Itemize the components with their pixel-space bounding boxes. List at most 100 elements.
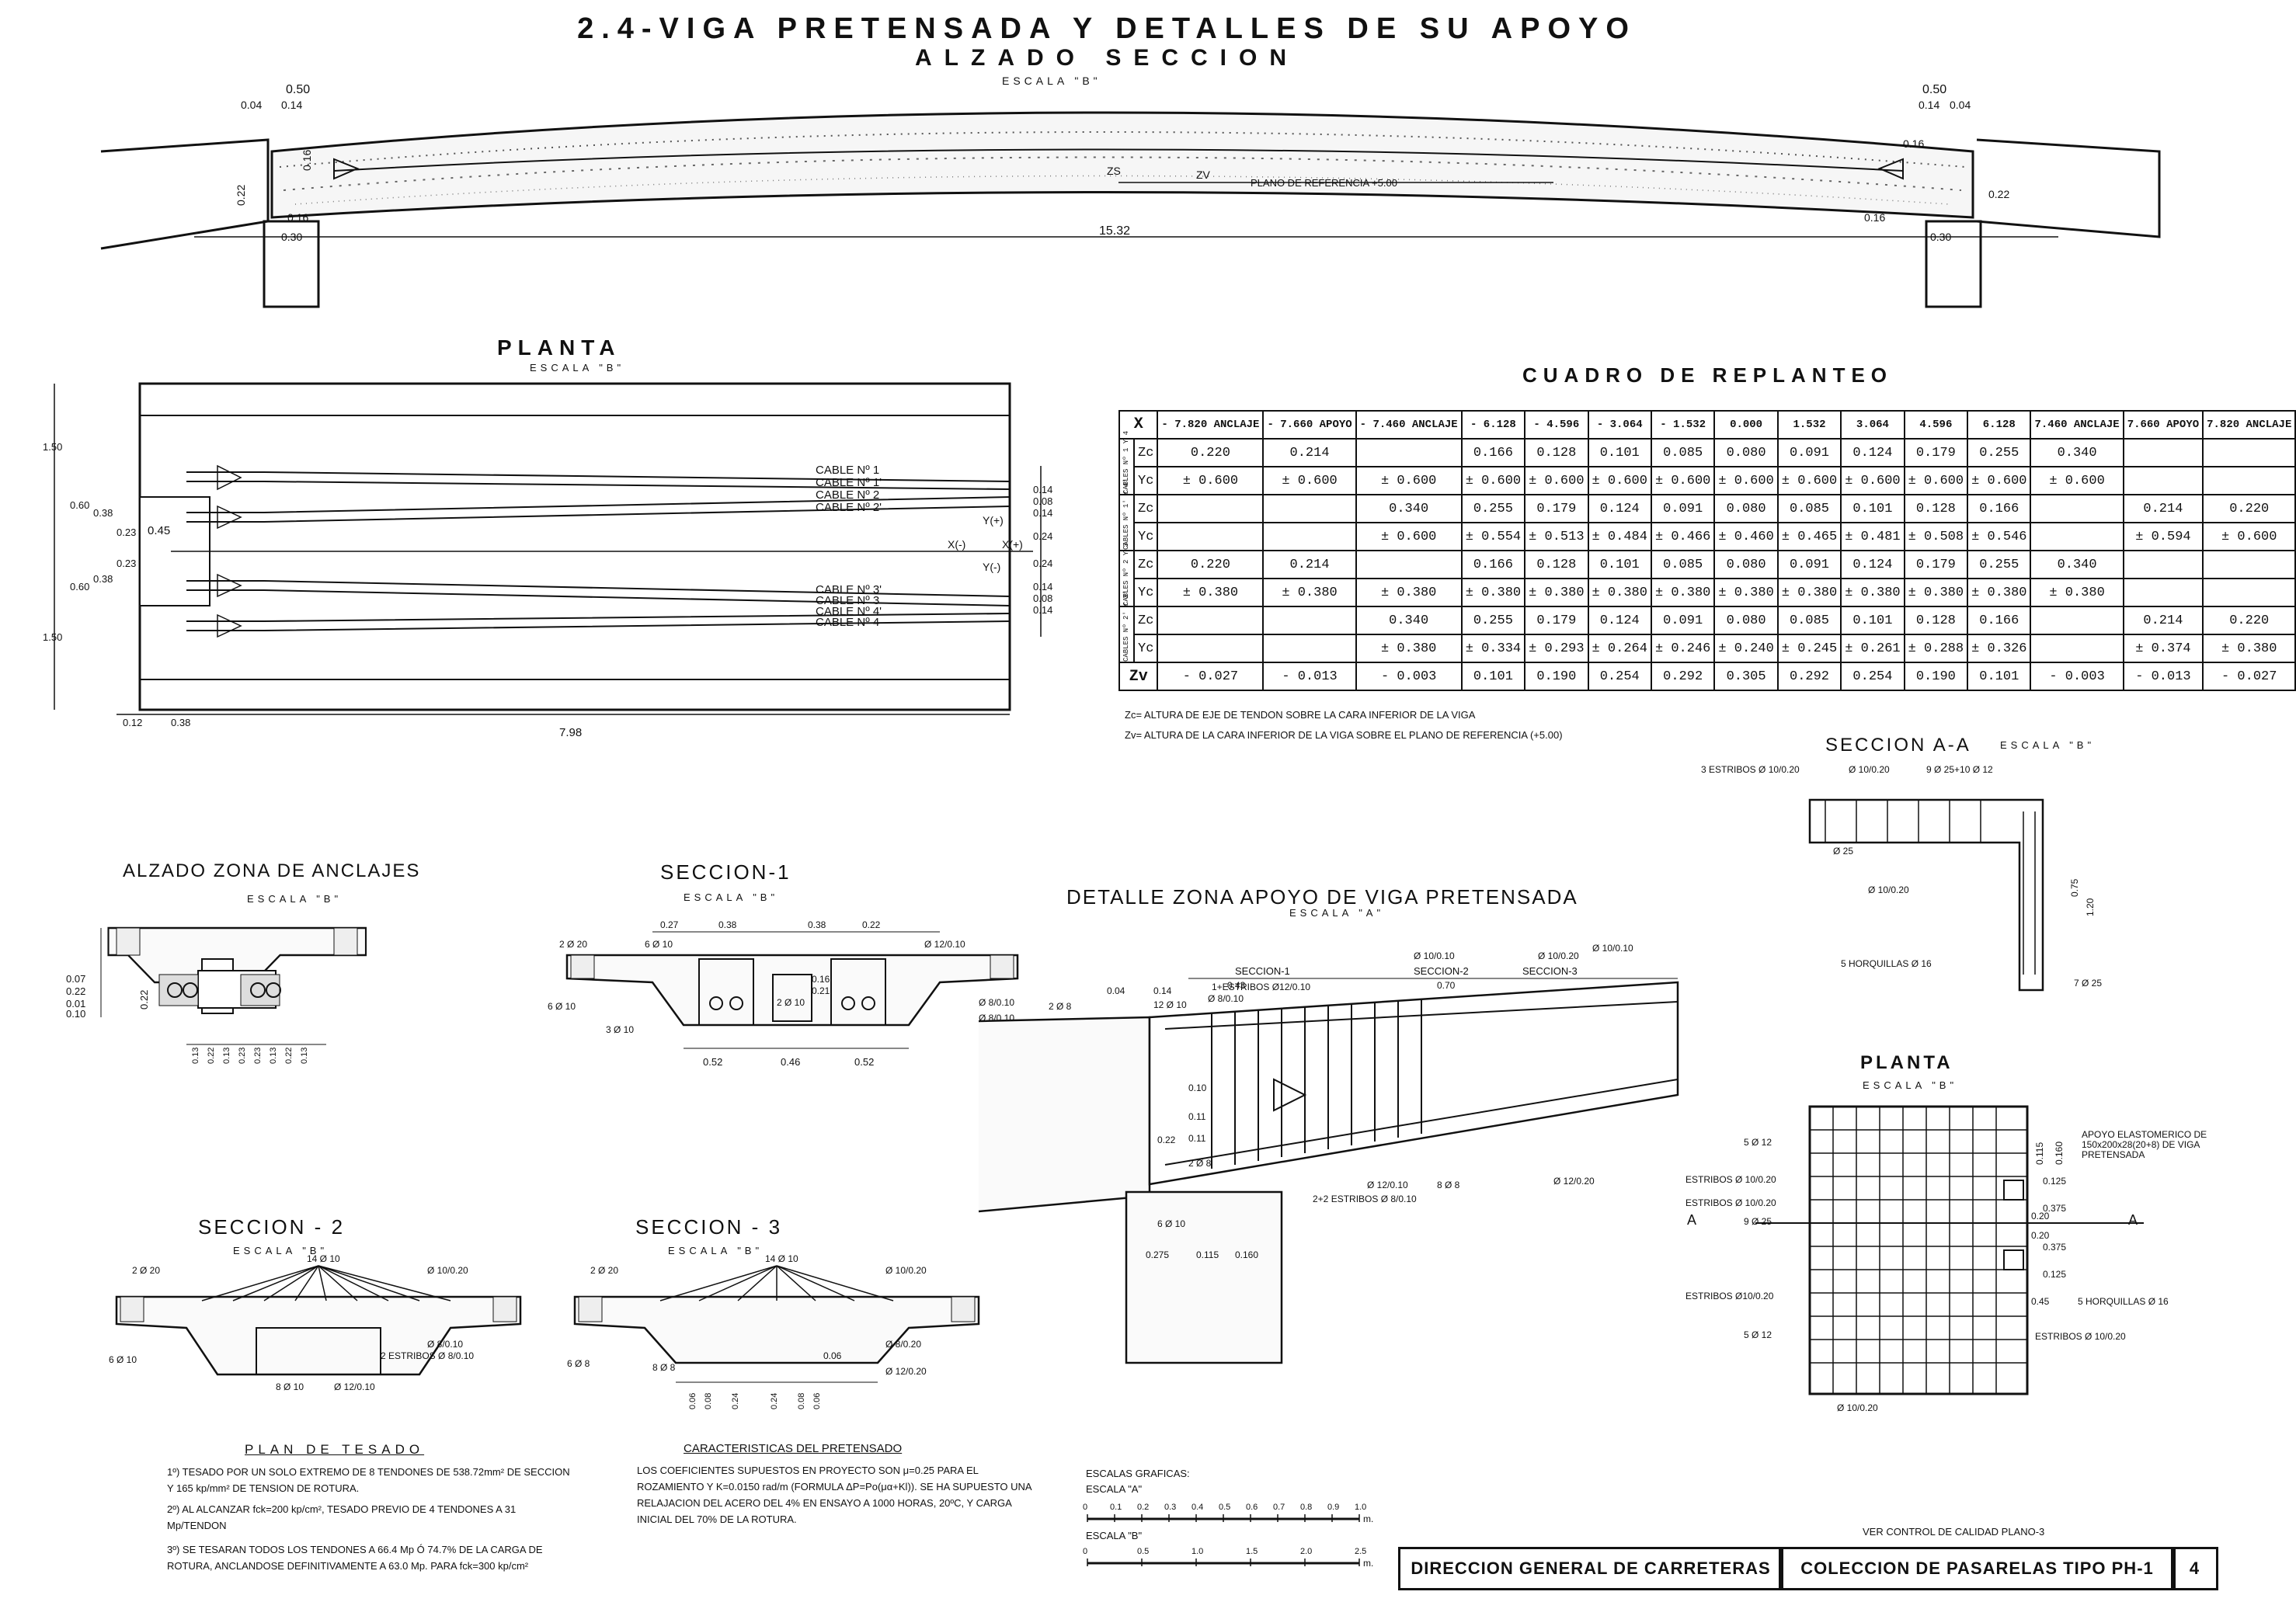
aa-lbl-4: Ø 10/0.20 bbox=[1868, 884, 1909, 895]
plan-tesado-item-2: 2º) AL ALCANZAR fck=200 kp/cm², TESADO P… bbox=[167, 1503, 517, 1531]
ldim-7: 1.50 bbox=[43, 631, 62, 643]
s3-bdim-5: 0.06 bbox=[812, 1393, 822, 1409]
table-cell: 0.091 bbox=[1650, 494, 1716, 523]
dim-right-014: 0.14 bbox=[1919, 99, 1939, 111]
s3-lbl-2: Ø 10/0.20 bbox=[885, 1265, 927, 1276]
table-cell: 0.292 bbox=[1776, 662, 1842, 691]
table-cell: 0.124 bbox=[1587, 606, 1652, 635]
anc-bdim-4: 0.23 bbox=[253, 1048, 263, 1064]
s1-lbl-3: 0.16 bbox=[812, 974, 830, 985]
table-cell: ± 0.380 bbox=[1650, 578, 1716, 607]
table-cell: 0.166 bbox=[1460, 438, 1526, 467]
cable-2p: CABLE Nº 2' bbox=[816, 501, 882, 514]
scale-tick-label: 0.5 bbox=[1137, 1547, 1149, 1556]
bdim-0: 0.12 bbox=[123, 717, 142, 728]
table-cell: ± 0.380 bbox=[1713, 578, 1779, 607]
plan-tesado-item-1: 1º) TESADO POR UN SOLO EXTREMO DE 8 TEND… bbox=[167, 1466, 570, 1494]
det-sec-3: SECCION-3 bbox=[1522, 965, 1578, 977]
cable-4p: CABLE Nº 4' bbox=[816, 605, 882, 618]
p2-lbl-0: 5 Ø 12 bbox=[1744, 1137, 1772, 1148]
det-lbl-1: 12 Ø 10 bbox=[1153, 999, 1187, 1010]
table-cell: 0.128 bbox=[1524, 550, 1589, 579]
label-zv: ZV bbox=[1196, 169, 1211, 181]
table-cell: ± 0.600 bbox=[1460, 466, 1526, 495]
table-cell: Yc bbox=[1132, 634, 1159, 663]
s1-tdim-3: 0.22 bbox=[862, 919, 881, 930]
scale-tick-label: 0.6 bbox=[1246, 1503, 1258, 1512]
ldim-4: 0.23 bbox=[117, 558, 136, 569]
bdim-2: 7.98 bbox=[559, 726, 582, 739]
table-cell: ± 0.600 bbox=[1903, 466, 1969, 495]
page-title: 2.4-VIGA PRETENSADA Y DETALLES DE SU APO… bbox=[577, 12, 1637, 45]
table-cell: ± 0.600 bbox=[1650, 466, 1716, 495]
table-header-cell: - 6.128 bbox=[1460, 410, 1526, 440]
seccion2-title: SECCION - 2 bbox=[198, 1215, 346, 1239]
table-cell: 0.179 bbox=[1903, 438, 1969, 467]
p2-lbl-20: ESTRIBOS Ø 10/0.20 bbox=[2035, 1331, 2126, 1342]
scale-tick-label: 0.5 bbox=[1219, 1503, 1230, 1512]
table-header-cell: 7.660 APOYO bbox=[2122, 410, 2204, 440]
table-cell: 0.101 bbox=[1460, 662, 1526, 691]
s1-lbl-7: 6 Ø 10 bbox=[548, 1001, 576, 1012]
table-header-cell: 6.128 bbox=[1967, 410, 2032, 440]
left-support bbox=[263, 220, 320, 308]
table-cell: 0.085 bbox=[1650, 550, 1716, 579]
rdim-5: 0.14 bbox=[1033, 581, 1052, 592]
scale-tick-label: 0 bbox=[1083, 1547, 1087, 1556]
table-cell: - 0.027 bbox=[2202, 662, 2296, 691]
scale-tick-label: 0.1 bbox=[1110, 1503, 1122, 1512]
table-cell: 0.340 bbox=[2030, 438, 2124, 467]
det-lbl-4: Ø 10/0.10 bbox=[1414, 950, 1455, 961]
table-row: Yc± 0.600± 0.600± 0.600± 0.600± 0.600± 0… bbox=[1119, 466, 2296, 495]
table-cell bbox=[1262, 522, 1357, 551]
det-lbl-3: Ø 8/0.10 bbox=[1208, 993, 1244, 1004]
dim-left-016: 0.16 bbox=[301, 150, 313, 171]
anc-bdim-5: 0.13 bbox=[269, 1048, 278, 1064]
cable-3: CABLE Nº 3 bbox=[816, 594, 879, 607]
beam-outline bbox=[270, 111, 1974, 219]
ldim-6: 0.60 bbox=[70, 581, 89, 592]
table-cell bbox=[1157, 606, 1265, 635]
table-cell: ± 0.264 bbox=[1587, 634, 1652, 663]
scale-tick-label: 0.7 bbox=[1273, 1503, 1285, 1512]
anc-bdim-3: 0.23 bbox=[238, 1048, 247, 1064]
table-cell bbox=[2122, 466, 2204, 495]
table-cell: 0.128 bbox=[1903, 606, 1969, 635]
detalle-drawing: SECCION-1 SECCION-2 SECCION-3 0.43 0.70 … bbox=[978, 943, 1679, 1364]
anc-ldim-0: 0.07 bbox=[66, 973, 85, 985]
table-header-x: X bbox=[1118, 410, 1159, 440]
det-lbl-10: Ø 12/0.20 bbox=[1553, 1176, 1595, 1187]
table-cell bbox=[2030, 606, 2124, 635]
rdim-1: 0.08 bbox=[1033, 495, 1052, 507]
seccion-aa-scale: ESCALA "B" bbox=[2000, 739, 2096, 751]
seccion3-drawing: 2 Ø 20 14 Ø 10 Ø 10/0.20 Ø 8/0.20 0.06 Ø… bbox=[567, 1253, 980, 1409]
table-cell: Zc bbox=[1132, 606, 1159, 635]
table-cell bbox=[2202, 438, 2296, 467]
dim-left-022: 0.22 bbox=[235, 185, 247, 206]
p2-lbl-2: ESTRIBOS Ø 10/0.20 bbox=[1685, 1197, 1776, 1208]
table-cell: 0.214 bbox=[2122, 494, 2204, 523]
table-cell: 0.214 bbox=[1262, 550, 1357, 579]
rdim-6: 0.08 bbox=[1033, 592, 1052, 604]
anclajes-title: ALZADO ZONA DE ANCLAJES bbox=[123, 860, 421, 881]
planta2-drawing: 5 Ø 12 ESTRIBOS Ø 10/0.20 ESTRIBOS Ø 10/… bbox=[1685, 1105, 2207, 1413]
table-cell: ± 0.600 bbox=[1840, 466, 1905, 495]
table-cell: ± 0.288 bbox=[1903, 634, 1969, 663]
s1-lbl-8: 3 Ø 10 bbox=[606, 1024, 634, 1035]
escalas-title: ESCALAS GRAFICAS: bbox=[1086, 1468, 1190, 1479]
right-support bbox=[1925, 220, 1982, 308]
table-header-cell: 4.596 bbox=[1903, 410, 1969, 440]
table-cell: 0.220 bbox=[2202, 606, 2296, 635]
s3-lbl-7: 8 Ø 8 bbox=[652, 1362, 676, 1373]
s3-lbl-1: 14 Ø 10 bbox=[765, 1253, 798, 1264]
table-cell: 0.190 bbox=[1903, 662, 1969, 691]
cable-2: CABLE Nº 2 bbox=[816, 488, 879, 502]
s2-lbl-3: Ø 8/0.10 bbox=[427, 1339, 463, 1350]
table-cell: 0.220 bbox=[1157, 550, 1265, 579]
table-cell: 0.220 bbox=[1157, 438, 1265, 467]
seccion1-drawing: 0.27 0.38 0.38 0.22 0.52 0.46 0.52 2 Ø 2… bbox=[548, 919, 1019, 1068]
